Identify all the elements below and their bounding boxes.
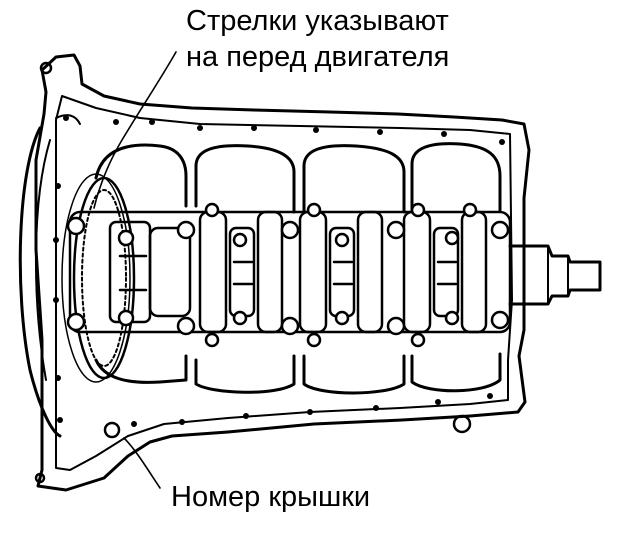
crank-snout [508, 244, 602, 306]
block-outline [34, 53, 531, 492]
bearing-webs [94, 142, 502, 395]
leader-arrows [93, 51, 177, 209]
flange-holes [53, 115, 505, 427]
flywheel [61, 173, 136, 383]
arrows-label-line1: Стрелки указывают [186, 5, 449, 37]
rear-flange [18, 126, 62, 438]
cap-bolts [66, 202, 510, 348]
cap-number-label: Номер крышки [171, 481, 371, 513]
leader-lines [93, 51, 177, 489]
mount-holes [34, 61, 472, 484]
arrows-label-line2: на перед двигателя [186, 41, 450, 73]
leader-cap-number [123, 437, 161, 489]
block-flange [55, 95, 513, 471]
